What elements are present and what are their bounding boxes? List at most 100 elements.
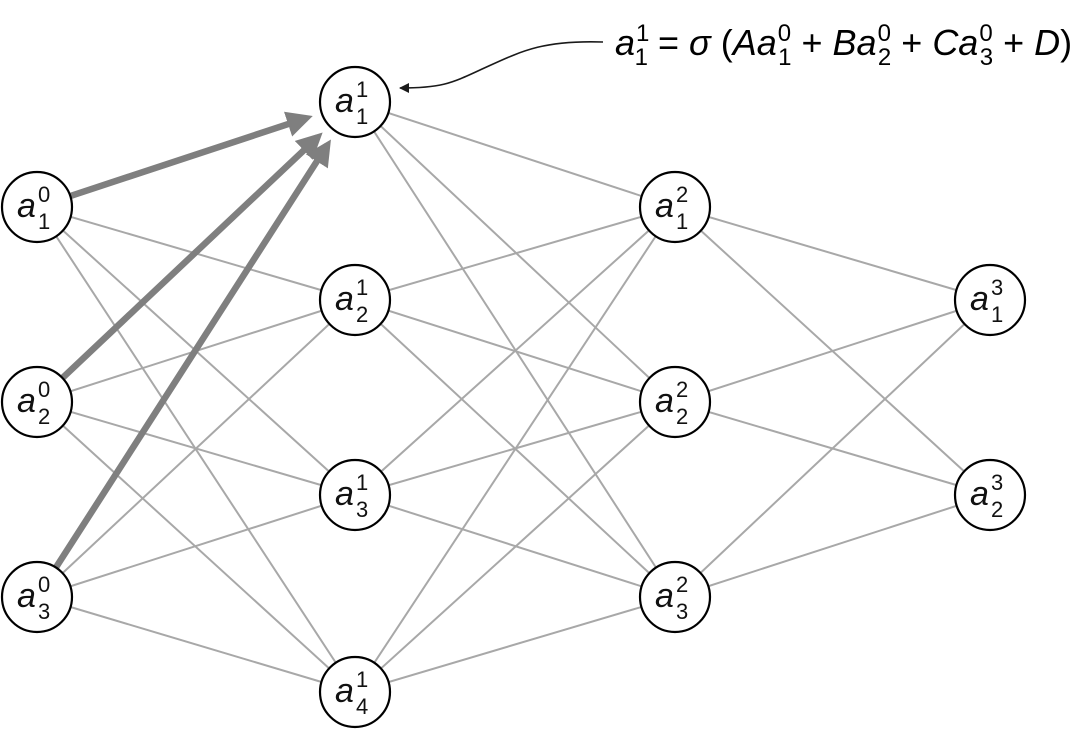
- formula-part: ): [1060, 22, 1072, 63]
- edge-l1n1-l2n3: [354, 101, 676, 598]
- formula-part: 0: [979, 20, 992, 47]
- node-symbol: a: [335, 82, 354, 120]
- node-symbol: a: [655, 187, 674, 225]
- edge-l2n3-l3n1: [674, 299, 991, 598]
- node-symbol: a: [970, 280, 989, 318]
- annotation-arrow: [399, 40, 604, 93]
- formula-part: 1: [635, 44, 648, 71]
- node-subscript: 3: [676, 599, 688, 624]
- formula-part: Ca: [932, 22, 978, 63]
- node-circle: [0, 560, 74, 634]
- formula-part: Ba: [833, 22, 877, 63]
- node-subscript: 3: [38, 599, 50, 624]
- edge-l1n4-l2n2: [354, 401, 676, 693]
- formula-part: 0: [878, 20, 891, 47]
- node-circle: [0, 365, 74, 439]
- node-circle: [953, 458, 1027, 532]
- formula-part: 2: [878, 44, 891, 71]
- node-subscript: 1: [676, 209, 688, 234]
- node-symbol: a: [970, 475, 989, 513]
- node-subscript: 2: [991, 497, 1003, 522]
- node-circle: [0, 170, 74, 244]
- edges-group: [36, 101, 991, 693]
- node-circle: [318, 655, 392, 729]
- edge-l1n1-l2n1: [354, 101, 676, 208]
- node-circle: [318, 65, 392, 139]
- edge-l1n3-l2n1: [354, 206, 676, 496]
- node-superscript: 2: [676, 572, 688, 597]
- node-circle: [638, 560, 712, 634]
- node-symbol: a: [335, 280, 354, 318]
- formula-part: 3: [980, 44, 993, 71]
- formula-part: =: [648, 22, 689, 63]
- edge-l2n2-l3n1: [674, 299, 991, 403]
- node-circle: [638, 170, 712, 244]
- formula-part: σ: [689, 22, 712, 63]
- node-superscript: 0: [38, 572, 50, 597]
- node-subscript: 3: [356, 497, 368, 522]
- node-superscript: 1: [356, 470, 368, 495]
- edge-l1n1-l2n2: [354, 101, 676, 403]
- highlighted-edges-group: [53, 111, 331, 570]
- node-superscript: 3: [991, 470, 1003, 495]
- edge-l2n1-l3n1: [674, 206, 991, 301]
- node-circle: [318, 458, 392, 532]
- formula-part: (: [711, 22, 733, 63]
- node-circle: [638, 365, 712, 439]
- formula-part: Aa: [731, 22, 777, 63]
- node-symbol: a: [17, 187, 36, 225]
- edge-l1n4-l2n3: [354, 596, 676, 693]
- node-superscript: 0: [38, 377, 50, 402]
- formula-part: 1: [778, 44, 791, 71]
- edge-l0n3-l1n3: [36, 494, 356, 598]
- node-subscript: 1: [991, 302, 1003, 327]
- node-subscript: 2: [676, 404, 688, 429]
- node-superscript: 0: [38, 182, 50, 207]
- node-subscript: 4: [356, 694, 368, 719]
- formula-part: D: [1034, 22, 1060, 63]
- node-superscript: 1: [356, 77, 368, 102]
- edge-l1n4-l2n1: [354, 206, 676, 693]
- node-circle: [953, 263, 1027, 337]
- node-symbol: a: [335, 475, 354, 513]
- formula-part: +: [791, 22, 832, 63]
- node-symbol: a: [335, 672, 354, 710]
- formula-part: +: [891, 22, 932, 63]
- node-symbol: a: [655, 382, 674, 420]
- highlighted-edge-3: [53, 139, 331, 570]
- edge-l0n3-l1n4: [36, 596, 356, 693]
- node-subscript: 2: [38, 404, 50, 429]
- highlighted-edge-2: [60, 132, 323, 381]
- edge-l0n3-l1n2: [36, 299, 356, 598]
- node-symbol: a: [17, 577, 36, 615]
- formula-part: 1: [636, 20, 649, 47]
- node-superscript: 1: [356, 275, 368, 300]
- formula-part: a: [615, 22, 635, 63]
- formula-part: 0: [778, 20, 791, 47]
- formula-part: +: [993, 22, 1034, 63]
- node-superscript: 3: [991, 275, 1003, 300]
- node-circle: [318, 263, 392, 337]
- edge-l1n2-l2n1: [354, 206, 676, 301]
- node-symbol: a: [17, 382, 36, 420]
- node-subscript: 1: [356, 104, 368, 129]
- node-symbol: a: [655, 577, 674, 615]
- node-superscript: 2: [676, 182, 688, 207]
- edge-l2n3-l3n2: [674, 494, 991, 598]
- node-superscript: 2: [676, 377, 688, 402]
- node-subscript: 1: [38, 209, 50, 234]
- highlighted-edge-1: [69, 111, 313, 200]
